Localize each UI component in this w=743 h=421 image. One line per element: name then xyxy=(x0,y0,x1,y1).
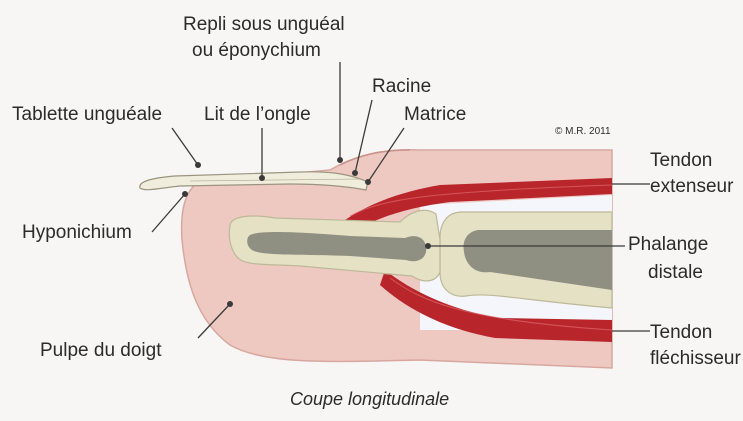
label-tendon-flex-line1: Tendon xyxy=(650,322,712,344)
label-hyponichium: Hyponichium xyxy=(22,222,132,244)
label-pulpe: Pulpe du doigt xyxy=(40,340,162,362)
label-phalange-line1: Phalange xyxy=(628,234,708,256)
label-phalange-line2: distale xyxy=(648,262,703,284)
leader-hyponichium xyxy=(152,194,185,232)
label-repli-line2: ou éponychium xyxy=(192,40,321,62)
label-repli-line1: Repli sous unguéal xyxy=(183,14,345,36)
leader-tablette xyxy=(172,128,198,165)
caption-coupe: Coupe longitudinale xyxy=(290,388,449,410)
copyright-text: © M.R. 2011 xyxy=(555,126,611,138)
label-racine: Racine xyxy=(372,76,431,98)
label-tendon-ext-line1: Tendon xyxy=(650,150,712,172)
label-matrice: Matrice xyxy=(404,104,466,126)
label-lit: Lit de l’ongle xyxy=(204,104,311,126)
label-tendon-flex-line2: fléchisseur xyxy=(650,348,741,370)
label-tendon-ext-line2: extenseur xyxy=(650,176,733,198)
label-tablette: Tablette unguéale xyxy=(12,104,162,126)
